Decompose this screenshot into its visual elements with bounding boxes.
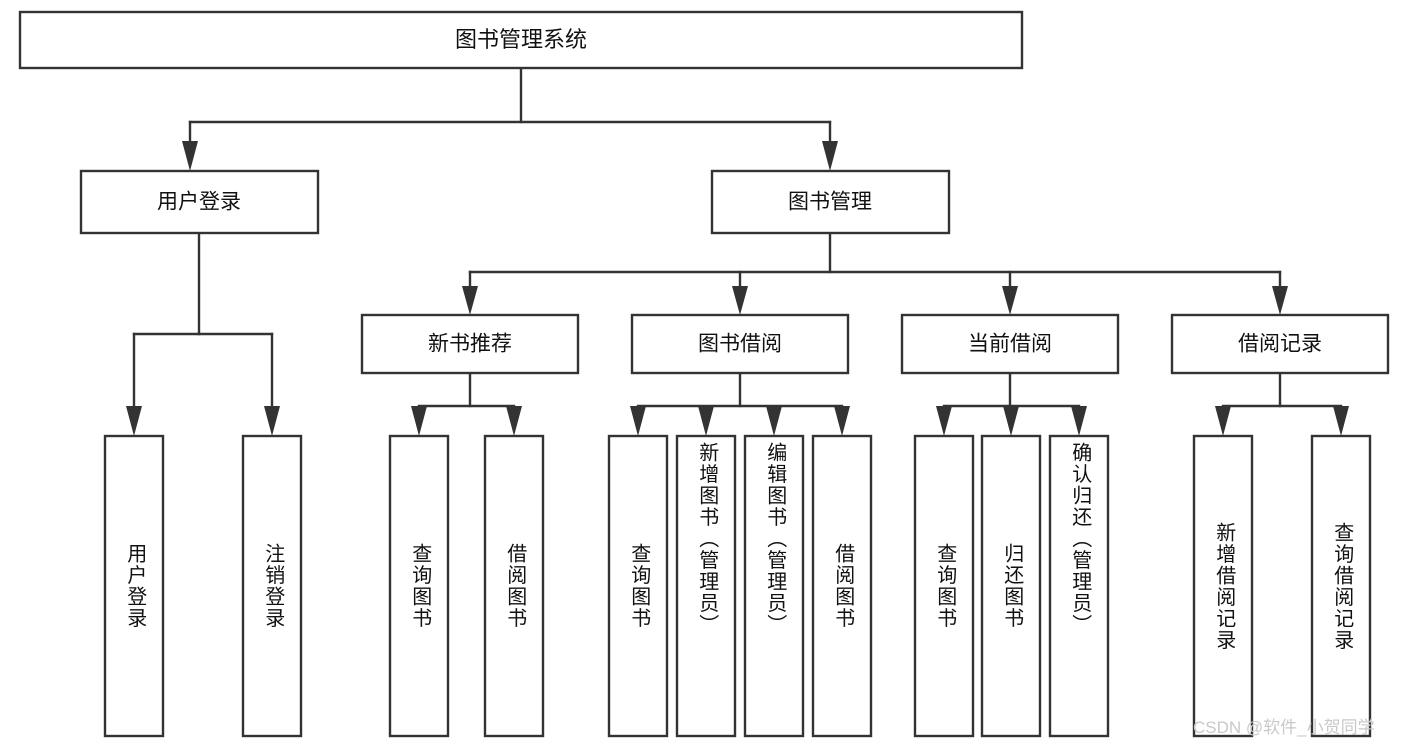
node-current-borrow[interactable]: 当前借阅 <box>900 313 1120 375</box>
node-new-book-rec-label: 新书推荐 <box>428 333 512 356</box>
node-leaf-11-box[interactable] <box>1048 434 1110 738</box>
node-new-book-rec[interactable]: 新书推荐 <box>360 313 580 375</box>
node-new-book-rec-box[interactable] <box>360 313 580 375</box>
node-current-borrow-label: 当前借阅 <box>968 333 1052 356</box>
node-root[interactable]: 图书管理系统 <box>18 10 1024 70</box>
node-book-borrow[interactable]: 图书借阅 <box>630 313 850 375</box>
arrow-head-leaf-11 <box>1071 406 1087 436</box>
arrow-head-leaf-7 <box>766 406 782 436</box>
leaf-box-layer <box>103 434 1372 738</box>
node-book-borrow-box[interactable] <box>630 313 850 375</box>
arrow-head-book-borrow <box>732 286 748 315</box>
arrow-head-leaf-5 <box>630 406 646 436</box>
node-current-borrow-box[interactable] <box>900 313 1120 375</box>
node-leaf-3-box[interactable] <box>388 434 450 738</box>
arrow-head-leaf-4 <box>506 406 522 436</box>
arrow-head-leaf-10 <box>1003 406 1019 436</box>
node-user-login-box[interactable] <box>79 169 320 235</box>
node-leaf-12-box[interactable] <box>1192 434 1254 738</box>
arrow-head-leaf-13 <box>1333 406 1349 436</box>
node-leaf-2-box[interactable] <box>241 434 303 738</box>
node-root-box[interactable] <box>18 10 1024 70</box>
node-leaf-10-box[interactable] <box>980 434 1042 738</box>
arrow-head-leaf-6 <box>698 406 714 436</box>
node-borrow-record-box[interactable] <box>1170 313 1390 375</box>
node-leaf-13-box[interactable] <box>1310 434 1372 738</box>
node-leaf-9-box[interactable] <box>913 434 975 738</box>
node-leaf-8-box[interactable] <box>811 434 873 738</box>
arrow-head-leaf-12 <box>1215 406 1231 436</box>
node-book-manage-label: 图书管理 <box>788 191 872 214</box>
node-leaf-7-box[interactable] <box>743 434 805 738</box>
node-user-login[interactable]: 用户登录 <box>79 169 320 235</box>
arrow-head-new-book-rec <box>462 286 478 315</box>
arrow-head-user-login <box>182 141 198 171</box>
arrow-head-leaf-3 <box>411 406 427 436</box>
arrow-head-leaf-9 <box>936 406 952 436</box>
arrow-head-leaf-2 <box>264 406 280 436</box>
node-borrow-record-label: 借阅记录 <box>1238 333 1322 356</box>
node-leaf-1-box[interactable] <box>103 434 165 738</box>
node-user-login-label: 用户登录 <box>157 191 241 214</box>
node-root-label: 图书管理系统 <box>455 27 587 52</box>
arrow-head-book-manage <box>822 141 838 171</box>
node-book-borrow-label: 图书借阅 <box>698 333 782 356</box>
node-borrow-record[interactable]: 借阅记录 <box>1170 313 1390 375</box>
arrow-head-leaf-1 <box>126 406 142 436</box>
arrow-head-borrow-record <box>1272 286 1288 315</box>
arrow-head-leaf-8 <box>834 406 850 436</box>
connector-layer <box>126 66 1349 436</box>
node-book-manage-box[interactable] <box>710 169 951 235</box>
csdn-watermark: CSDN @软件_小贺同学 <box>1193 718 1375 737</box>
node-leaf-5-box[interactable] <box>607 434 669 738</box>
node-book-manage[interactable]: 图书管理 <box>710 169 951 235</box>
node-leaf-6-box[interactable] <box>675 434 737 738</box>
arrow-head-current-borrow <box>1002 286 1018 315</box>
node-leaf-4-box[interactable] <box>483 434 545 738</box>
